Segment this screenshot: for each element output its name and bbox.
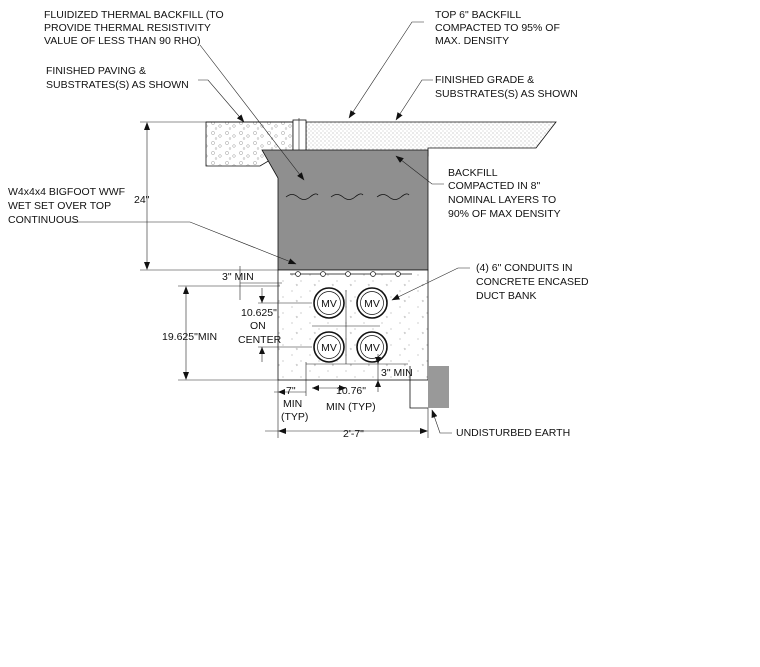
- spacing-dimension: ON: [250, 320, 266, 332]
- finished-grade-label: SUBSTRATES(S) AS SHOWN: [435, 88, 578, 100]
- side-cover-dimension: 7": [286, 385, 296, 397]
- conduits-label: CONCRETE ENCASED: [476, 276, 589, 288]
- conduit: MV: [313, 331, 345, 363]
- finished-paving-label: SUBSTRATES(S) AS SHOWN: [46, 79, 189, 91]
- lift-line: [376, 193, 410, 200]
- finished-grade-label: FINISHED GRADE &: [435, 74, 534, 86]
- backfill-label: NOMINAL LAYERS TO: [448, 194, 556, 206]
- top-backfill-label: MAX. DENSITY: [435, 35, 509, 47]
- wwf-label: CONTINUOUS: [8, 214, 79, 226]
- fluidized-backfill-label: VALUE OF LESS THAN 90 RHO): [44, 35, 201, 47]
- lift-line: [285, 193, 319, 200]
- fluidized-backfill-label: PROVIDE THERMAL RESISTIVITY: [44, 22, 211, 34]
- undisturbed-earth-block: [428, 366, 449, 408]
- side-cover-dimension: MIN: [283, 398, 302, 410]
- backfill-label: COMPACTED IN 8": [448, 180, 540, 192]
- side-cover-dimension: (TYP): [281, 411, 308, 423]
- backfill-label: 90% OF MAX DENSITY: [448, 208, 561, 220]
- spacing-dimension: CENTER: [238, 334, 282, 346]
- depth-dimension: 24": [134, 194, 150, 206]
- conduit-label: MV: [321, 342, 337, 354]
- bottom-cover-dimension: 3" MIN: [381, 367, 413, 379]
- height-dimension: 19.625"MIN: [162, 331, 217, 343]
- conduit-label: MV: [364, 298, 380, 310]
- wwf-label: WET SET OVER TOP: [8, 200, 111, 212]
- backfill-zone: [261, 149, 429, 271]
- width-dimension: 2'-7": [343, 428, 364, 440]
- finished-paving-label: FINISHED PAVING &: [46, 65, 146, 77]
- conduits-label: DUCT BANK: [476, 290, 536, 302]
- conduit-label: MV: [364, 342, 380, 354]
- between-dimension: 10.76": [336, 385, 366, 397]
- undisturbed-earth-label: UNDISTURBED EARTH: [456, 427, 570, 439]
- between-dimension: MIN (TYP): [326, 401, 376, 413]
- conduit-label: MV: [321, 298, 337, 310]
- backfill-label: BACKFILL: [448, 167, 498, 179]
- fluidized-backfill-label: FLUIDIZED THERMAL BACKFILL (TO: [44, 9, 224, 21]
- spacing-dimension: 10.625": [241, 307, 277, 319]
- conduits-label: (4) 6" CONDUITS IN: [476, 262, 572, 274]
- top-backfill-label: TOP 6" BACKFILL: [435, 9, 521, 21]
- concrete-encasement: [277, 269, 429, 381]
- wwf-label: W4x4x4 BIGFOOT WWF: [8, 186, 125, 198]
- conduit: MV: [356, 331, 388, 363]
- conduit: MV: [313, 287, 345, 319]
- wwf-wires: [295, 271, 401, 277]
- conduit: MV: [356, 287, 388, 319]
- top-backfill-label: COMPACTED TO 95% OF: [435, 22, 560, 34]
- top-cover-dimension: 3" MIN: [222, 271, 254, 283]
- lift-line: [330, 193, 364, 200]
